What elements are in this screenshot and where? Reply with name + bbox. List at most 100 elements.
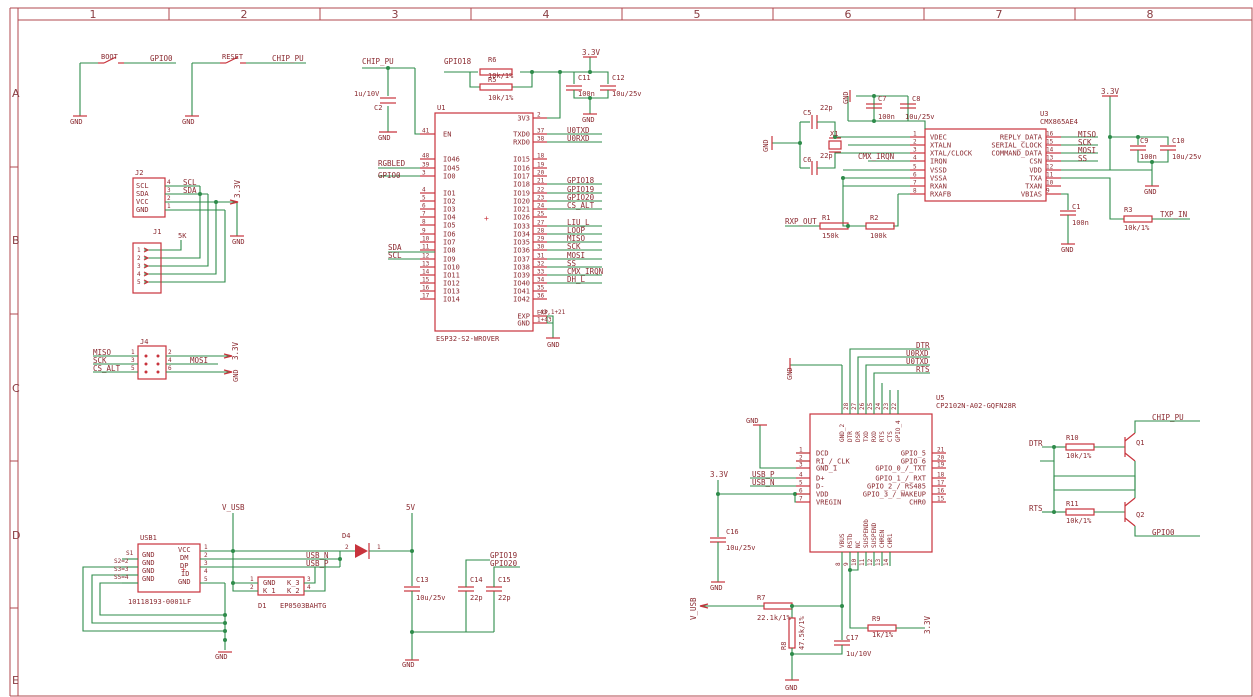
- cp2102-pin-name: D+: [816, 475, 824, 483]
- autoreset-net-chip-pu: CHIP_PU: [1152, 413, 1184, 422]
- d4-pin-k: 1: [377, 544, 381, 551]
- cp2102-bottom-pin-name: SUSPENDb: [863, 519, 870, 548]
- cmx-pin-name: TXA: [1029, 175, 1042, 183]
- esp32-net-label: GPIO18: [567, 176, 595, 185]
- cmx-pin-name: REPLY_DATA: [1000, 134, 1043, 142]
- esp32-pin-num: 10: [422, 236, 430, 243]
- i2c-net-scl: SCL: [183, 178, 197, 187]
- esp32-pin-num: 9: [422, 228, 426, 235]
- cmx-pin-num: 1: [913, 131, 917, 138]
- esp32-pin-name: TXD0: [513, 131, 530, 139]
- esp32-pin-name: IO21: [513, 206, 530, 214]
- autoreset-circuit: [1040, 420, 1200, 537]
- j1-pin-number: 5: [137, 279, 141, 286]
- cp2102-bottom-pin-name: SUSPEND: [871, 522, 878, 548]
- cp2102-net-usb-p: USB_P: [752, 470, 775, 479]
- cp2102-pin-num: 4: [799, 472, 803, 479]
- cmx-gnd-c1: GND: [1061, 246, 1074, 254]
- cp2102-pin-name: GPIO_3_/_WAKEUP: [863, 491, 926, 499]
- spi-net-sck: SCK: [93, 356, 107, 365]
- cp2102-r9-ref: R9: [872, 615, 880, 623]
- esp32-c12-value: 10u/25v: [612, 90, 642, 98]
- cmx-net-sck: SCK: [1078, 138, 1092, 147]
- esp32-pin-name: IO1: [443, 190, 456, 198]
- esp32-c11-ref: C11: [578, 74, 591, 82]
- esp32-pin-num: 20: [537, 170, 545, 177]
- esp32-pin-num: 38: [537, 136, 545, 143]
- cp2102-r9-value: 1k/1%: [872, 631, 894, 639]
- usb-net-gpio20: GPIO20: [490, 559, 518, 568]
- svg-text:+: +: [181, 565, 186, 574]
- spi-num-6: 6: [168, 365, 172, 372]
- cp2102-net-rts: RTS: [916, 365, 930, 374]
- i2c-net-sda: SDA: [183, 186, 197, 195]
- esp32-pin-name: IO40: [513, 280, 530, 288]
- cp2102-pin-name: GPIO_0_/_TXT: [875, 465, 926, 473]
- autoreset-net-gpio0: GPIO0: [1152, 528, 1175, 537]
- cmx-pin-num: 11: [1046, 172, 1054, 179]
- esp32-pin-name: IO11: [443, 272, 460, 280]
- esp32-gnd-cap: GND: [582, 116, 595, 124]
- esp32-net-label: SS: [567, 259, 577, 268]
- cmx-c8-value: 10u/25v: [905, 113, 935, 121]
- cmx-c6-ref: C6: [803, 156, 811, 164]
- cp2102-gnd-top: GND: [786, 367, 794, 380]
- cp2102-pin-num: 5: [799, 480, 803, 487]
- j1-ref: J1: [153, 228, 161, 236]
- autoreset-q2-ref: Q2: [1136, 511, 1144, 519]
- d1-ref: D1: [258, 602, 266, 610]
- frame-row-a: A: [12, 87, 20, 100]
- usb-num-1: 1: [204, 544, 208, 551]
- reset-gnd: GND: [182, 118, 195, 126]
- esp32-net-label: U0RXD: [567, 134, 590, 143]
- d1-num-3: 3: [307, 576, 311, 583]
- cp2102-top-pin-name: GND_2: [839, 424, 846, 442]
- cp2102-c17-ref: C17: [846, 634, 859, 642]
- i2c-ref: J2: [135, 169, 143, 177]
- cp2102-gnd-left: GND: [746, 417, 759, 425]
- cmx-c8-ref: C8: [912, 95, 920, 103]
- cmx-r1-ref: R1: [822, 214, 830, 222]
- cmx-net-ss: SS: [1078, 154, 1088, 163]
- sheet-frame: [9, 7, 1253, 697]
- j1-pin-arrow: [143, 271, 150, 277]
- i2c-num-2: 2: [167, 195, 171, 202]
- cmx-r1-value: 150k: [822, 232, 840, 240]
- cmx-pin-name: VSSA: [930, 175, 948, 183]
- esp32-c12-ref: C12: [612, 74, 625, 82]
- esp32-pin-num: 35: [537, 285, 545, 292]
- cp2102-circuit: [699, 348, 933, 681]
- esp32-pin-name: EXP: [517, 313, 530, 321]
- cmx-pin-name: RXAFB: [930, 191, 951, 199]
- usb-shield-s3: S3=3: [114, 566, 129, 573]
- cp2102-pin-num: 6: [799, 488, 803, 495]
- esp32-pin-name: IO18: [513, 181, 530, 189]
- cmx-c5-ref: C5: [803, 109, 811, 117]
- frame-col-4: 4: [543, 8, 550, 21]
- usb-value: 10118193-0001LF: [128, 598, 191, 606]
- esp32-pin-name: 3V3: [517, 115, 530, 123]
- esp32-pin-name: IO34: [513, 231, 530, 239]
- esp32-net-label: LIU_L: [567, 218, 590, 227]
- cp2102-pin-name: CHR0: [909, 499, 926, 507]
- esp32-net-label: SCK: [567, 242, 581, 251]
- cmx-pin-name: IRQN: [930, 158, 947, 166]
- autoreset-r11-ref: R11: [1066, 500, 1079, 508]
- cmx-pin-name: XTALN: [930, 142, 951, 150]
- cp2102-pin-name: D-: [816, 483, 824, 491]
- frame-col-5: 5: [694, 8, 701, 21]
- cmx-pin-num: 2: [913, 139, 917, 146]
- d1-num-1: 1: [250, 576, 254, 583]
- cp2102-net-u0rxd: U0RXD: [906, 349, 929, 358]
- usb-supply-5v: 5V: [406, 503, 416, 512]
- j1-pin-arrow: [143, 255, 150, 261]
- d1-num-4: 4: [307, 584, 311, 591]
- esp32-gnd-bottom: GND: [547, 341, 560, 349]
- cmx-gnd-top: GND: [842, 91, 850, 104]
- cp2102-c16-ref: C16: [726, 528, 739, 536]
- spi-net-miso: MISO: [93, 348, 112, 357]
- esp32-pin-num: 21: [537, 178, 545, 185]
- cp2102-top-pin-num: 27: [851, 402, 858, 410]
- cp2102-pin-name: DCD: [816, 450, 829, 458]
